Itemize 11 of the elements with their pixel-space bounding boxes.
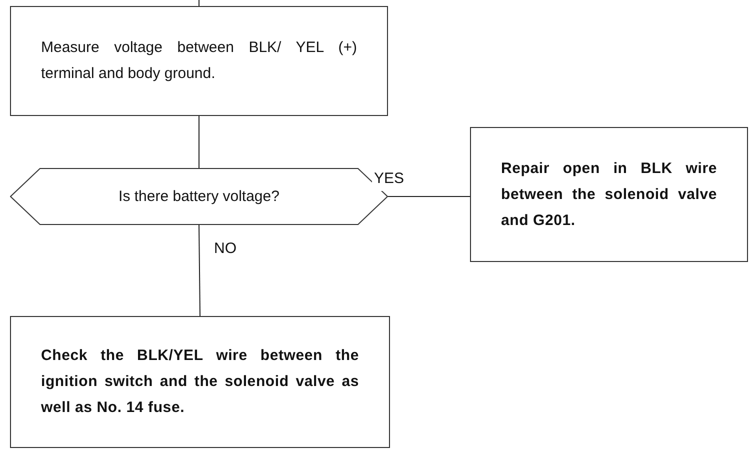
connector-line [198,116,200,168]
node-text: Is there battery voltage? [118,186,280,206]
node-text: Check the BLK/YEL wire between the ignition switch and the solenoid valve as well as No. 14 fuse. [41,346,359,418]
process-box [10,316,390,448]
process-box [10,6,388,116]
node-text: Measure voltage between BLK/ YEL (+) terminal and body ground. [41,38,357,84]
node-text: Repair open in BLK wire between the solenoid valve and G201. [501,158,717,230]
connector-line [198,224,200,316]
process-box [470,127,748,262]
connector-line [198,0,200,6]
connector-line [388,196,470,197]
